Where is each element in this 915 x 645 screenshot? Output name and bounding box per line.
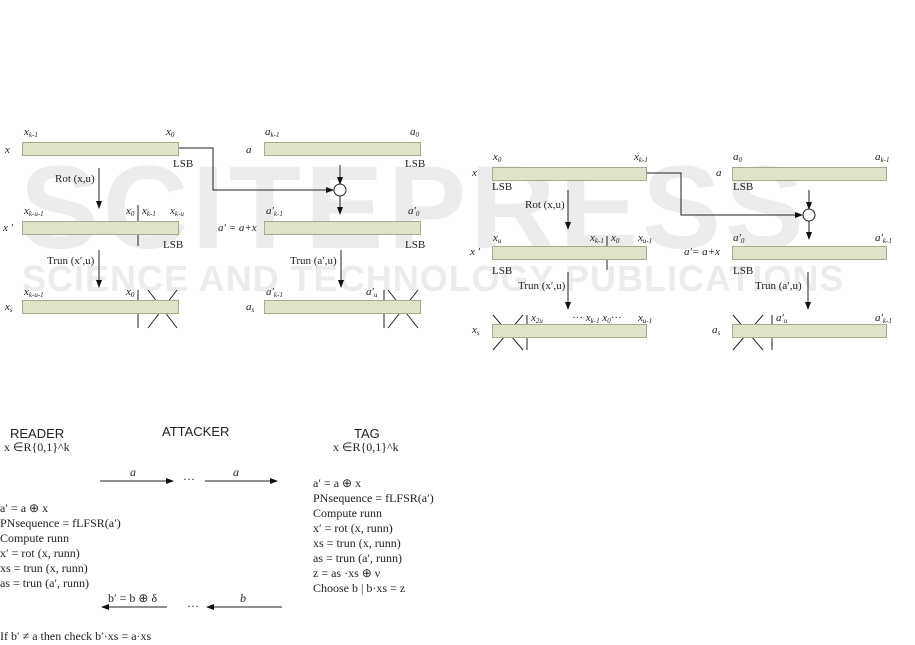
msg-b-label: b bbox=[240, 591, 246, 605]
bit-label: x2u bbox=[531, 312, 543, 325]
tag-line: a′ = a ⊕ x bbox=[313, 476, 362, 490]
bit-label: a′0 bbox=[733, 232, 745, 245]
bit-label: x0 bbox=[611, 232, 620, 245]
bit-label: a0 bbox=[733, 151, 742, 164]
bit-label: a′u bbox=[776, 312, 788, 325]
watermark-subtitle: SCIENCE AND TECHNOLOGY PUBLICATIONS bbox=[22, 258, 845, 299]
row-label-a: a bbox=[716, 167, 722, 179]
bit-label: x0 bbox=[493, 151, 502, 164]
rot-label: Rot (x,u) bbox=[525, 199, 565, 211]
reader-key: x ∈R{0,1}^k bbox=[4, 440, 70, 454]
bit-label: a′k-1 bbox=[875, 232, 892, 245]
watermark-logo: SCITEPRESS bbox=[20, 142, 808, 274]
bit-label: x0 bbox=[126, 205, 135, 218]
row-label-a-prime: a′= a+x bbox=[684, 246, 720, 258]
a-register-right bbox=[732, 167, 887, 181]
reader-line: x′ = rot (x, runn) bbox=[0, 546, 80, 560]
lsb-label: LSB bbox=[173, 158, 194, 170]
tag-line: z = as ·xs ⊕ ν bbox=[313, 566, 381, 580]
a-prime-register bbox=[264, 221, 421, 235]
lsb-label: LSB bbox=[492, 265, 513, 277]
bit-label: xk-u-1 bbox=[24, 286, 44, 299]
tag-line: as = trun (a′, runn) bbox=[313, 551, 403, 565]
bit-label: a′u bbox=[366, 286, 378, 299]
lsb-label: LSB bbox=[163, 239, 184, 251]
msg-a-label: a bbox=[130, 465, 136, 479]
reader-line: as = trun (a′, runn) bbox=[0, 576, 90, 590]
tag-key: x ∈R{0,1}^k bbox=[333, 440, 399, 454]
reader-line: xs = trun (x, runn) bbox=[0, 561, 88, 575]
bit-label: x0 bbox=[166, 126, 175, 139]
bit-label: xu bbox=[493, 232, 502, 245]
tag-line: Compute runn bbox=[313, 506, 382, 520]
trun-a-label: Trun (a′,u) bbox=[290, 255, 337, 267]
trun-a-label: Trun (a′,u) bbox=[755, 280, 802, 292]
attacker-heading: ATTACKER bbox=[162, 424, 230, 439]
rot-label: Rot (x,u) bbox=[55, 173, 95, 185]
bit-label: xk-u bbox=[170, 205, 184, 218]
a-prime-register-right bbox=[732, 246, 887, 260]
row-label-a-prime: a′ = a+x bbox=[218, 222, 257, 234]
row-label-a: a bbox=[246, 144, 252, 156]
bit-label: a′0 bbox=[408, 205, 420, 218]
tag-computation: a′ = a ⊕ x PNsequence = fLFSR(a′) Comput… bbox=[313, 476, 434, 596]
lsb-label: LSB bbox=[733, 265, 754, 277]
bit-label: x0 bbox=[126, 286, 135, 299]
reader-line: Compute runn bbox=[0, 531, 69, 545]
trun-x-label: Trun (x′,u) bbox=[47, 255, 95, 267]
bit-label: xk-1 bbox=[142, 205, 156, 218]
lsb-label: LSB bbox=[492, 181, 513, 193]
tag-line: xs = trun (x, runn) bbox=[313, 536, 401, 550]
msg-b-prime-label: b′ = b ⊕ δ bbox=[108, 591, 158, 605]
final-check: If b′ ≠ a then check b′·xs = a·xs bbox=[0, 629, 152, 643]
row-label-xs: xs bbox=[5, 301, 13, 314]
msg-a-label: a bbox=[233, 465, 239, 479]
bit-label: xu-1 bbox=[638, 232, 653, 245]
bit-label: ··· xk-1 x0··· bbox=[572, 312, 622, 325]
lsb-label: LSB bbox=[405, 239, 426, 251]
xor-feed-line bbox=[177, 147, 334, 193]
xs-register-right bbox=[492, 324, 647, 338]
row-label-x: x bbox=[5, 144, 10, 156]
row-label-x-prime: x ′ bbox=[470, 246, 481, 258]
lsb-label: LSB bbox=[733, 181, 754, 193]
reader-line: a′ = a ⊕ x bbox=[0, 501, 49, 515]
ellipsis: ··· bbox=[187, 599, 199, 613]
bit-label: xk-u-1 bbox=[24, 205, 44, 218]
bit-label: xu-1 bbox=[638, 312, 653, 325]
lsb-label: LSB bbox=[405, 158, 426, 170]
x-prime-register bbox=[22, 221, 179, 235]
bit-label: ak-1 bbox=[875, 151, 890, 164]
bit-label: a′k-1 bbox=[875, 312, 892, 325]
ellipsis: ··· bbox=[183, 472, 195, 486]
bit-label: a′k-1 bbox=[266, 205, 283, 218]
tag-line: Choose b | b·xs = z bbox=[313, 581, 406, 595]
bit-label: xk-1 bbox=[24, 126, 38, 139]
reader-heading: READER bbox=[10, 426, 65, 441]
bit-label: a0 bbox=[410, 126, 419, 139]
xs-register bbox=[22, 300, 179, 314]
row-label-x-prime: x ′ bbox=[3, 222, 14, 234]
tag-line: PNsequence = fLFSR(a′) bbox=[313, 491, 434, 505]
x-register-right bbox=[492, 167, 647, 181]
bit-label: xk-1 bbox=[634, 151, 648, 164]
x-register bbox=[22, 142, 179, 156]
row-label-xs: xs bbox=[472, 324, 480, 337]
as-register bbox=[264, 300, 421, 314]
row-label-x: x bbox=[472, 167, 477, 179]
bit-label: ak-1 bbox=[265, 126, 280, 139]
x-prime-register-right bbox=[492, 246, 647, 260]
as-register-right bbox=[732, 324, 887, 338]
trun-x-label: Trun (x′,u) bbox=[518, 280, 566, 292]
tag-line: x′ = rot (x, runn) bbox=[313, 521, 393, 535]
tag-heading: TAG bbox=[354, 426, 380, 441]
xor-icon bbox=[333, 183, 347, 197]
bit-label: xk-1 bbox=[590, 232, 604, 245]
reader-line: PNsequence = fLFSR(a′) bbox=[0, 516, 121, 530]
reader-computation: a′ = a ⊕ x PNsequence = fLFSR(a′) Comput… bbox=[0, 501, 121, 591]
row-label-as: as bbox=[246, 301, 255, 314]
a-register bbox=[264, 142, 421, 156]
row-label-as: as bbox=[712, 324, 721, 337]
bit-label: a′k-1 bbox=[266, 286, 283, 299]
